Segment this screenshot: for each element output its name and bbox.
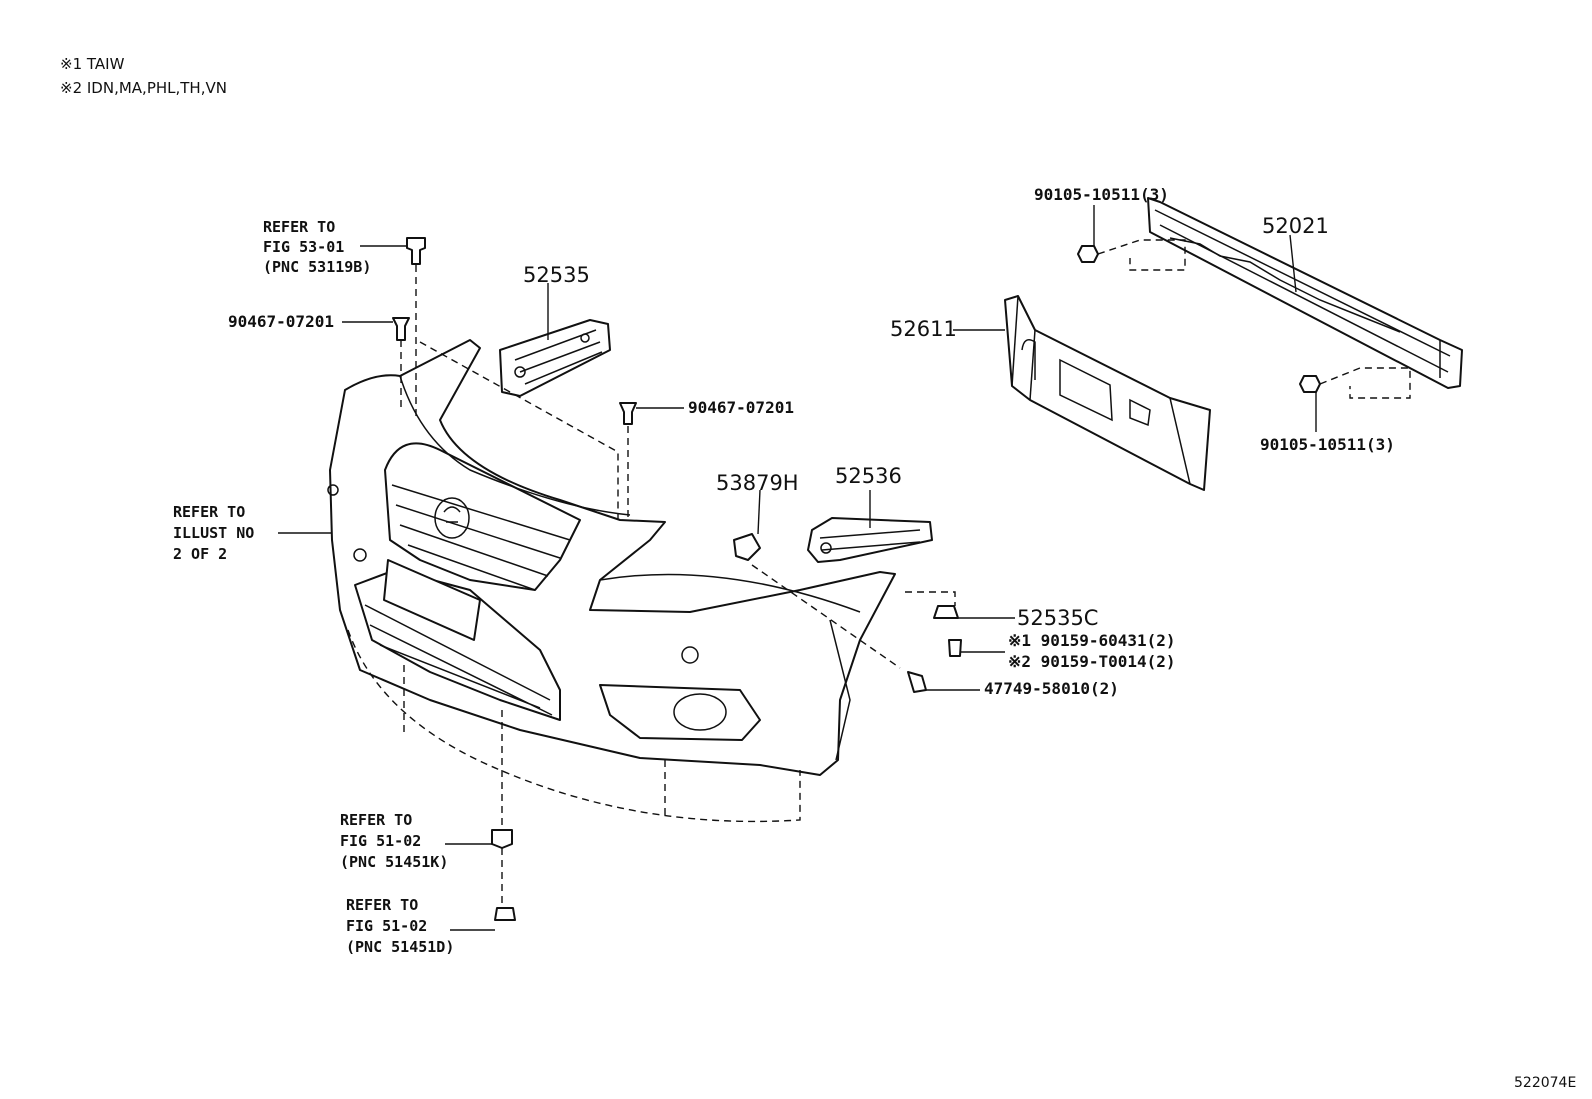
bolt-top-90105	[1077, 245, 1099, 263]
screw-47749	[907, 671, 927, 693]
bracket-52536	[807, 517, 933, 563]
ref-top-line2: FIG 53-01	[263, 238, 344, 256]
ref-clip-line2: FIG 51-02	[340, 832, 421, 850]
bracket-52535	[499, 319, 611, 397]
screw-bottom-51451d	[494, 907, 516, 921]
clip-bottom-51451k	[491, 829, 513, 849]
label-screw-a: ※1 90159-60431(2)	[1008, 631, 1176, 650]
label-52021: 52021	[1262, 214, 1329, 238]
assembly-lines	[347, 239, 1411, 908]
label-bolt-top: 90105-10511(3)	[1034, 185, 1169, 204]
legend-line-1: ※1 TAIW	[60, 55, 125, 73]
clip-90467-left	[392, 317, 410, 341]
legend-line-2: ※2 IDN,MA,PHL,TH,VN	[60, 79, 227, 97]
ref-top-line1: REFER TO	[263, 218, 335, 236]
label-bolt-bottom: 90105-10511(3)	[1260, 435, 1395, 454]
ref-left-line2: ILLUST NO	[173, 524, 254, 542]
ref-clip-line1: REFER TO	[340, 811, 412, 829]
screw-90159	[948, 639, 962, 657]
label-52535c: 52535C	[1017, 606, 1098, 630]
energy-absorber	[1004, 295, 1211, 491]
figure-id: 522074E	[1514, 1075, 1576, 1091]
ref-left-line3: 2 OF 2	[173, 545, 227, 563]
clip-52535c	[933, 605, 959, 619]
ref-screw-line2: FIG 51-02	[346, 917, 427, 935]
ref-left-line1: REFER TO	[173, 503, 245, 521]
ref-screw-line3: (PNC 51451D)	[346, 938, 454, 956]
ref-clip-line3: (PNC 51451K)	[340, 853, 448, 871]
screw-top	[406, 237, 426, 265]
label-clip-left: 90467-07201	[228, 312, 334, 331]
bolt-bottom-90105	[1299, 375, 1321, 393]
part-53879h	[733, 533, 761, 561]
label-52536: 52536	[835, 464, 902, 488]
leader-lines	[278, 205, 1317, 931]
front-bumper-cover	[327, 339, 896, 776]
ref-top-line3: (PNC 53119B)	[263, 258, 371, 276]
clip-90467-mid	[619, 402, 637, 425]
label-53879h: 53879H	[716, 471, 799, 495]
bumper-reinforcement	[1147, 197, 1463, 389]
ref-screw-line1: REFER TO	[346, 896, 418, 914]
label-screw-c: 47749-58010(2)	[984, 679, 1119, 698]
label-52611: 52611	[890, 317, 957, 341]
label-52535: 52535	[523, 263, 590, 287]
label-clip-mid: 90467-07201	[688, 398, 794, 417]
label-screw-b: ※2 90159-T0014(2)	[1008, 652, 1176, 671]
